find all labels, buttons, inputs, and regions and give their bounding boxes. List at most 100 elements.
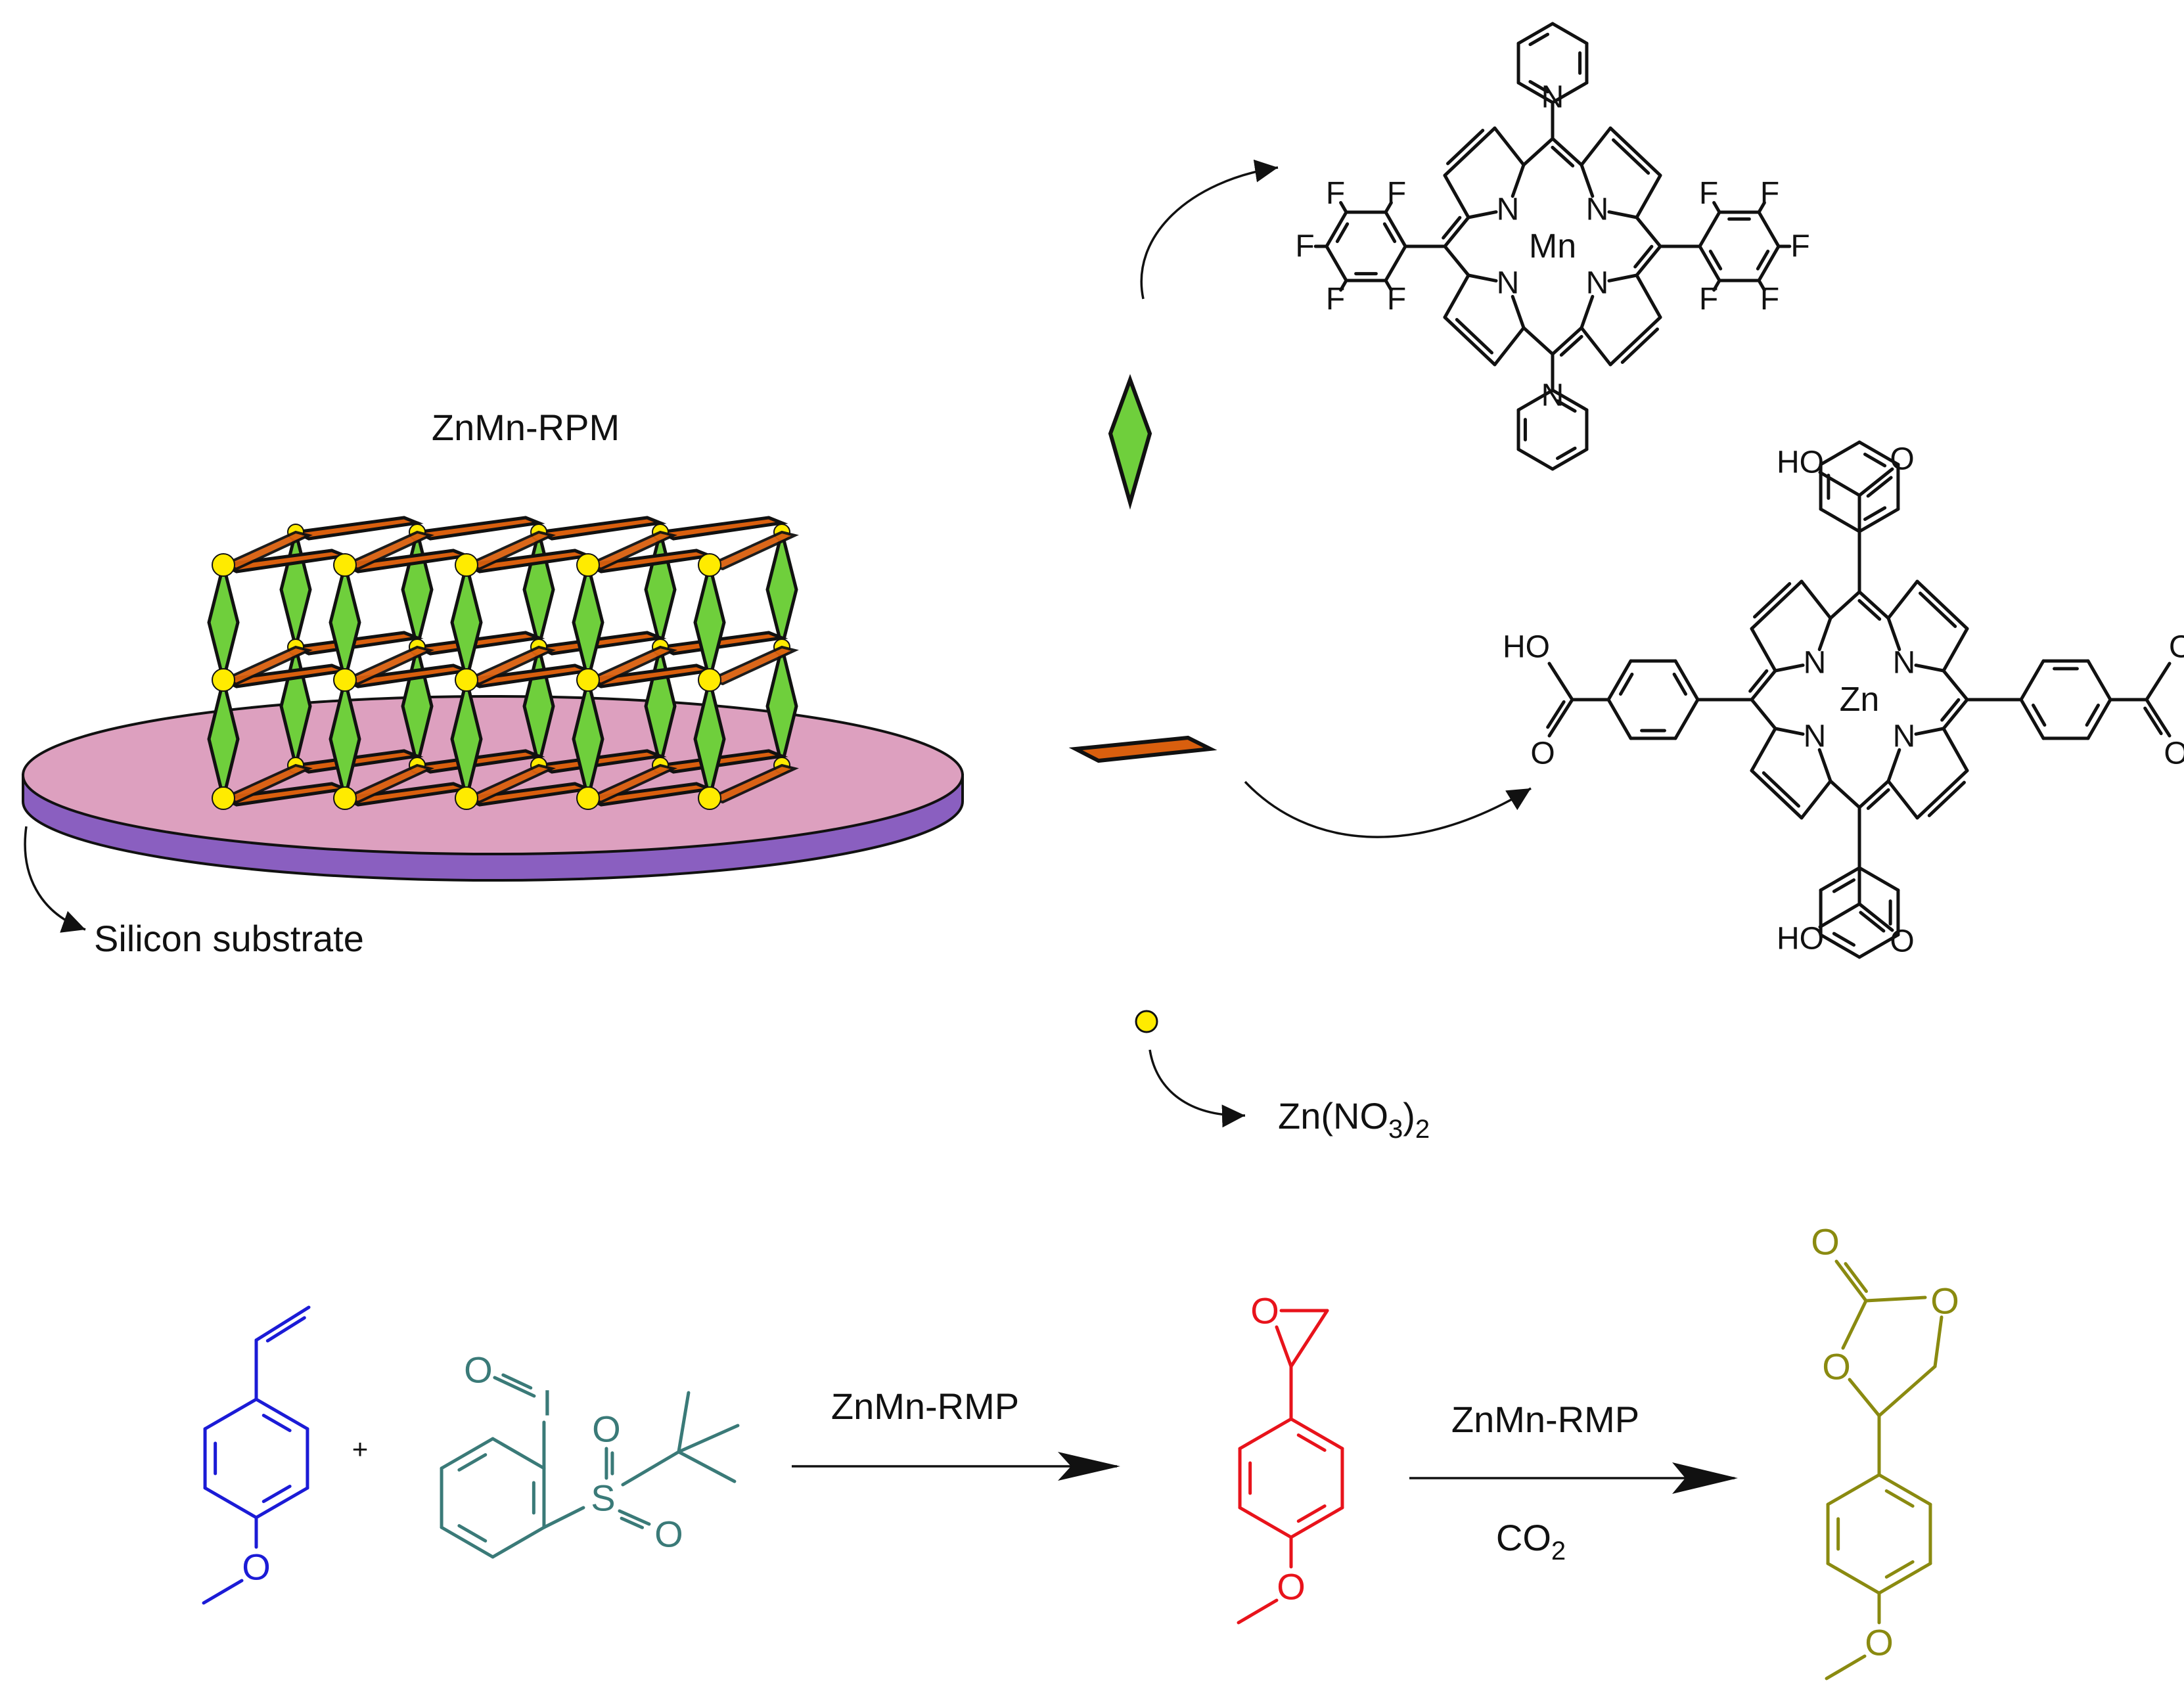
- mn-porphyrin-pyrrole: [1443, 273, 1470, 319]
- mn-porphyrin-meso: [1551, 326, 1583, 356]
- framework-pillar: [401, 531, 434, 648]
- mn-porphyrin-pyrrole: [1580, 126, 1612, 167]
- vinyl-double: [254, 1305, 311, 1342]
- epoxide-ring-bond: [1289, 1506, 1344, 1539]
- c-f-bond: [1339, 200, 1348, 214]
- mn-porphyrin-pyrrole-n: [1467, 273, 1498, 282]
- paddlewheel-legend-icon: [1068, 735, 1217, 763]
- mn-porphyrin-pyrrole: [1580, 326, 1612, 367]
- zn-porphyrin-meso-inner: [1748, 669, 1769, 693]
- pyridyl-top-inner-bond: [1528, 32, 1550, 47]
- zn-porphyrin-meso-inner: [1940, 698, 1961, 722]
- pyridyl-top-bond: [1551, 22, 1589, 45]
- c-oh: [1818, 470, 1861, 497]
- mn-porphyrin-pyrrole-n: [1580, 163, 1595, 198]
- zn-porphyrin-pyrrole-n: [1773, 664, 1805, 673]
- mn-porphyrin-pyrrole-beta: [1608, 126, 1662, 177]
- ring-bond: [1841, 1299, 1868, 1350]
- pyridyl-bottom-inner-bond: [1555, 399, 1577, 413]
- s-o-double-inner: [620, 1516, 645, 1529]
- mn-porphyrin-meso-inner: [1442, 215, 1462, 240]
- mn-porphyrin-pyrrole-beta: [1443, 126, 1497, 177]
- pyridyl-bottom-bond: [1516, 447, 1555, 471]
- c-o-double: [1547, 698, 1574, 738]
- styrene-ring-bond: [254, 1486, 309, 1520]
- framework-node: [212, 553, 235, 577]
- benzoic-top-bond: [1819, 507, 1861, 533]
- oxidant-ring-inner-bond: [457, 1453, 488, 1472]
- methyl-bond: [1237, 1598, 1279, 1625]
- mn-porphyrin-meso-inner: [1633, 244, 1654, 269]
- framework-node: [455, 668, 478, 692]
- benzoic-left-bond: [1673, 659, 1700, 702]
- zn-porphyrin-pyrrole-beta-inner: [1919, 591, 1957, 628]
- methyl-bond: [202, 1579, 244, 1605]
- reaction-arrow-2-head: [1672, 1462, 1738, 1494]
- framework-pillar: [279, 531, 312, 648]
- ring-bond: [1864, 1295, 1927, 1303]
- mn-porphyrin-pyrrole-beta-inner: [1612, 138, 1650, 175]
- mn-porphyrin-pyrrole: [1635, 273, 1662, 319]
- fluorine: F: [1699, 176, 1718, 211]
- pyridyl-bottom-bond: [1551, 447, 1589, 471]
- benzoic-left-bond: [1673, 698, 1700, 740]
- framework-node: [455, 786, 478, 810]
- ring-oxygen: O: [1930, 1280, 1959, 1322]
- epoxide-product-structure: OO: [1237, 1290, 1344, 1625]
- mn-porphyrin-pyrrole: [1443, 173, 1470, 219]
- c-o-double: [1857, 467, 1894, 497]
- ring-bond: [1933, 1315, 1944, 1368]
- c-o-double-inner: [1546, 700, 1566, 729]
- framework-node: [698, 668, 721, 692]
- c-s-bond: [542, 1506, 585, 1529]
- zn-porphyrin-pyrrole: [1886, 779, 1919, 820]
- benzoic-left-inner-bond: [1618, 672, 1634, 696]
- catalyst-label-1: ZnMn-RMP: [831, 1385, 1019, 1427]
- c-f-bond: [1384, 200, 1393, 214]
- c-f-bond: [1712, 200, 1721, 214]
- pillar-to-mn-arrow: [1140, 159, 1279, 300]
- mn-porphyrin-meso: [1522, 137, 1555, 167]
- pyridyl-bottom-inner-bond: [1555, 446, 1577, 461]
- benzoic-top-inner-bond: [1863, 506, 1887, 522]
- framework-node: [212, 786, 235, 810]
- c-f-bond: [1757, 200, 1766, 214]
- s-c-bond: [621, 1450, 681, 1487]
- framework-pillar: [450, 564, 483, 681]
- zn-porphyrin-metal: Zn: [1840, 681, 1880, 719]
- zn-porphyrin-pyrrole: [1800, 579, 1832, 620]
- mn-porphyrin-pyrrole: [1493, 326, 1526, 367]
- styrene-ring-bond: [254, 1397, 309, 1431]
- c-f-bond: [1712, 279, 1721, 292]
- framework-node: [333, 668, 357, 692]
- framework-pillar: [522, 531, 555, 648]
- zn-porphyrin-meso: [1750, 669, 1777, 702]
- c-o-double: [2145, 698, 2172, 738]
- mn-porphyrin-pyrrole-beta: [1608, 315, 1662, 367]
- mn-porphyrin-meso: [1443, 244, 1470, 277]
- c6f5-right-bond: [1757, 244, 1781, 282]
- carbonate-aryl-ring-inner-bond: [1884, 1489, 1915, 1508]
- zn-porphyrin-pyrrole: [1750, 627, 1777, 673]
- mn-porphyrin-nitrogen: N: [1497, 192, 1520, 227]
- mn-porphyrin-meso: [1443, 215, 1470, 248]
- c6f5-left-bond: [1384, 244, 1407, 282]
- fluorine: F: [1760, 176, 1779, 211]
- carbonyl-oxygen: O: [1530, 736, 1555, 771]
- c6f5-left-inner-bond: [1335, 222, 1350, 244]
- carbonate-aryl-ring-bond: [1826, 1473, 1881, 1506]
- zn-porphyrin-meso: [1829, 590, 1861, 620]
- styrene-ring-inner-bond: [262, 1484, 292, 1504]
- mn-porphyrin-nitrogen: N: [1586, 266, 1609, 301]
- mn-porphyrin-pyrrole-n: [1607, 273, 1639, 282]
- fluorine: F: [1760, 282, 1779, 317]
- mn-porphyrin-meso-inner: [1559, 334, 1583, 357]
- framework-node: [698, 553, 721, 577]
- zn-porphyrin-meso: [1750, 698, 1777, 731]
- zn-porphyrin-pyrrole-beta-inner: [1762, 771, 1800, 808]
- zn-porphyrin-meso-inner: [1866, 788, 1890, 810]
- methyl-bond: [677, 1450, 737, 1483]
- zn-porphyrin-pyrrole-n: [1817, 616, 1832, 652]
